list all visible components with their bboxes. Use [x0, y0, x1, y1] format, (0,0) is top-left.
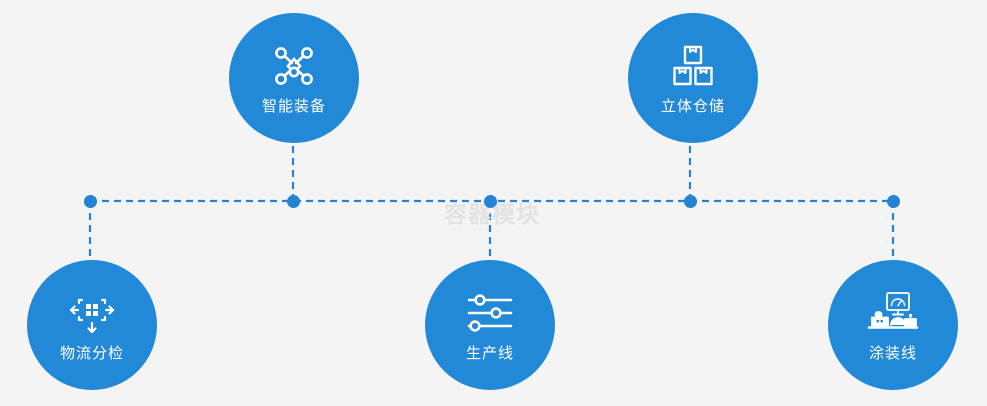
node-circle-stereoscopic-warehouse[interactable]: 立体仓储	[628, 13, 758, 143]
node-label-smart-equipment: 智能装备	[261, 97, 326, 115]
node-dot-logistics-sorting[interactable]	[83, 194, 97, 208]
node-label-production-line: 生产线	[465, 344, 514, 362]
sorting-arrows-icon	[67, 290, 117, 336]
stacked-boxes-icon	[668, 43, 718, 89]
node-label-logistics-sorting: 物流分检	[59, 344, 124, 362]
node-circle-logistics-sorting[interactable]: 物流分检	[27, 260, 157, 390]
node-circle-smart-equipment[interactable]: 智能装备	[229, 13, 359, 143]
node-circle-painting-line[interactable]: 涂装线	[828, 260, 958, 390]
network-nodes-icon	[269, 43, 319, 89]
node-label-painting-line: 涂装线	[868, 344, 917, 362]
node-dot-stereoscopic-warehouse[interactable]	[683, 194, 697, 208]
sliders-icon	[465, 290, 515, 336]
node-circle-production-line[interactable]: 生产线	[425, 260, 555, 390]
factory-machine-icon	[867, 290, 919, 336]
node-dot-smart-equipment[interactable]	[286, 194, 300, 208]
node-dot-production-line[interactable]	[483, 194, 497, 208]
node-label-stereoscopic-warehouse: 立体仓储	[660, 97, 725, 115]
node-dot-painting-line[interactable]	[886, 194, 900, 208]
